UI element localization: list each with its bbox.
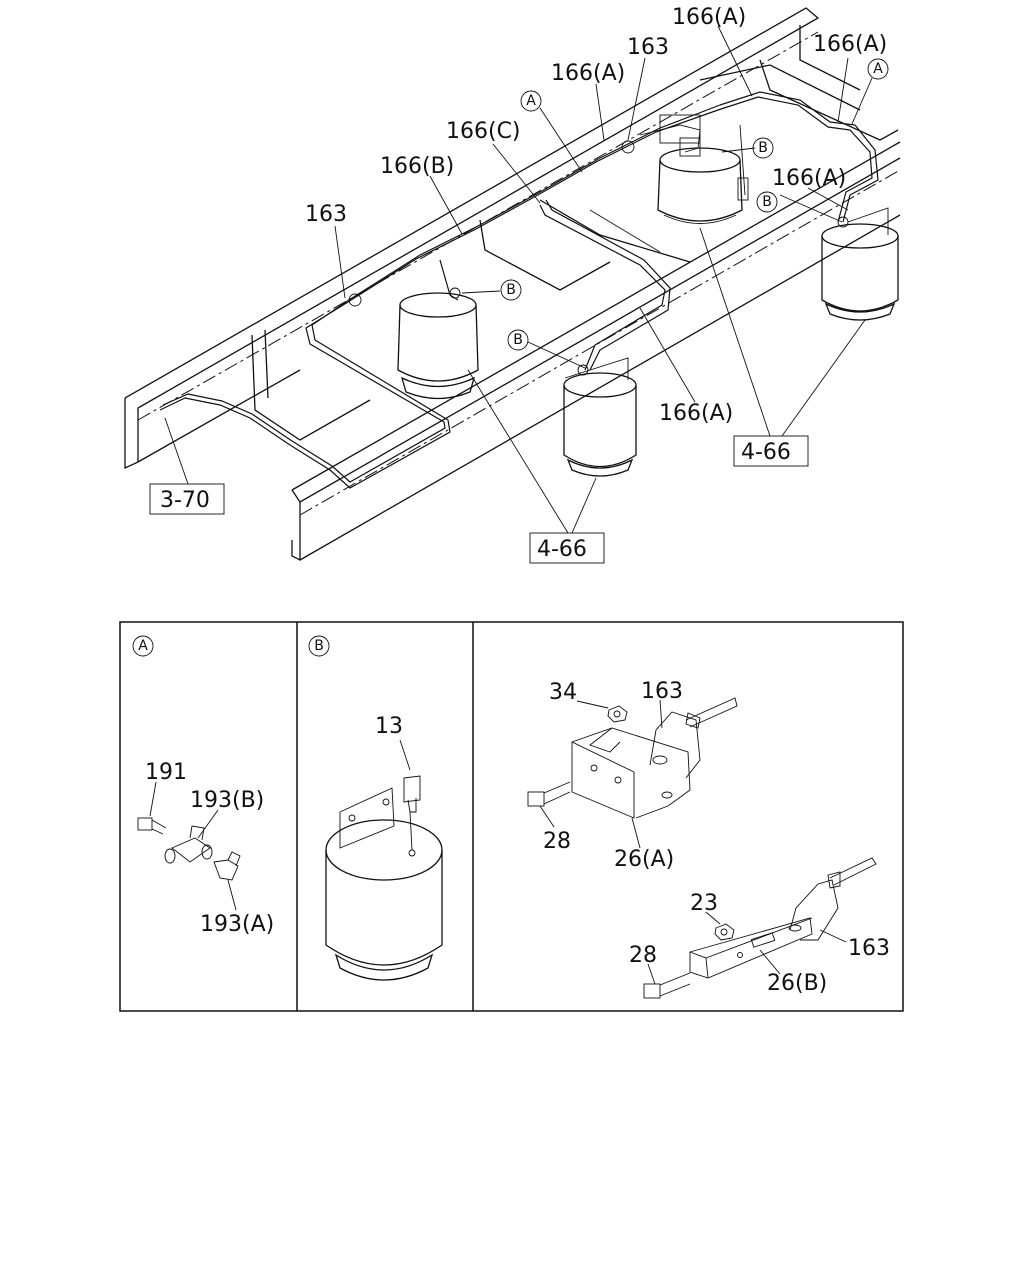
label-166a-topright: 166(A) [813,32,887,57]
leader-28-a [539,805,555,828]
leader-193a [227,879,237,911]
left-frame-rail [124,7,820,470]
svg-text:A: A [873,61,883,77]
detail-c-panel: 34 163 28 26(A) 23 28 26 [527,679,890,999]
label-163-a: 163 [641,679,683,704]
leader-28-b [647,963,656,985]
leader-163-a [659,699,663,729]
leader-193b [197,809,219,839]
label-28-b: 28 [629,943,657,968]
leveling-valve [348,114,749,307]
callout-b-3: B [500,279,522,301]
air-spring-front-left [397,287,479,400]
label-28-a: 28 [543,829,571,854]
right-frame-rail [291,141,901,562]
elbow-fitting-193a [213,851,241,881]
leader-26a [631,817,641,849]
air-spring-front-right [563,357,637,477]
bolt-28-a [527,781,571,807]
callout-b-1: B [752,137,774,159]
label-26a: 26(A) [614,847,674,872]
label-26b: 26(B) [767,971,827,996]
clamp-163-a [649,697,738,779]
ref-box-4-66-bottom[interactable]: 4-66 [529,532,605,564]
label-23: 23 [690,891,718,916]
svg-text:B: B [506,282,516,298]
label-193b: 193(B) [190,788,264,813]
ref-box-4-66-right[interactable]: 4-66 [733,435,809,467]
nut-34 [607,705,628,723]
label-191: 191 [145,760,187,785]
leader-lines [164,25,873,534]
tee-fitting-193b [164,825,213,864]
label-13: 13 [375,714,403,739]
callout-b-4: B [507,329,529,351]
detail-b-title: B [308,635,330,657]
air-spring-rear-left [657,147,743,224]
leader-191 [149,781,157,817]
label-166b: 166(B) [380,154,454,179]
callout-b-2: B [756,191,778,213]
ref-box-3-70[interactable]: 3-70 [149,483,225,515]
svg-text:3-70: 3-70 [160,488,210,513]
leader-13 [399,739,411,771]
air-spring-detail [325,775,443,981]
label-193a: 193(A) [200,912,274,937]
air-spring-rear-right [821,207,899,321]
svg-text:A: A [138,638,148,654]
label-166c: 166(C) [446,119,521,144]
label-166a-top: 166(A) [672,5,746,30]
leader-26b [759,949,781,975]
bracket-26b [689,917,813,979]
label-166a-right: 166(A) [772,166,846,191]
label-163-b: 163 [848,936,890,961]
detail-b-panel: B 13 [308,635,443,981]
detail-a-panel: A 191 193(B) 193(A) [132,635,274,937]
label-163-top: 163 [627,35,669,60]
label-166a-center: 166(A) [659,401,733,426]
callout-a-upper-left: A [520,90,542,112]
air-pipes [159,91,879,489]
bracket-26a [571,727,691,819]
svg-text:B: B [758,140,768,156]
svg-text:4-66: 4-66 [537,537,587,562]
bolt-191 [137,817,167,835]
leader-23 [705,911,721,925]
leader-34 [576,700,609,709]
clamp-163-b [789,857,877,941]
cross-members [251,25,899,441]
label-166a-midtop: 166(A) [551,61,625,86]
main-assembly-view: A A B B B B 166(A) 163 166(A) 166(A) 166… [124,5,901,564]
svg-text:A: A [526,93,536,109]
nut-23 [714,923,735,941]
detail-panels [119,621,904,1012]
svg-text:B: B [762,194,772,210]
label-34: 34 [549,680,577,705]
svg-text:B: B [513,332,523,348]
svg-text:B: B [314,638,324,654]
svg-text:4-66: 4-66 [741,440,791,465]
leader-163-b [819,929,847,943]
callout-a-upper-right: A [867,58,889,80]
bolt-28-b [643,972,691,999]
detail-a-title: A [132,635,154,657]
label-163-left: 163 [305,202,347,227]
